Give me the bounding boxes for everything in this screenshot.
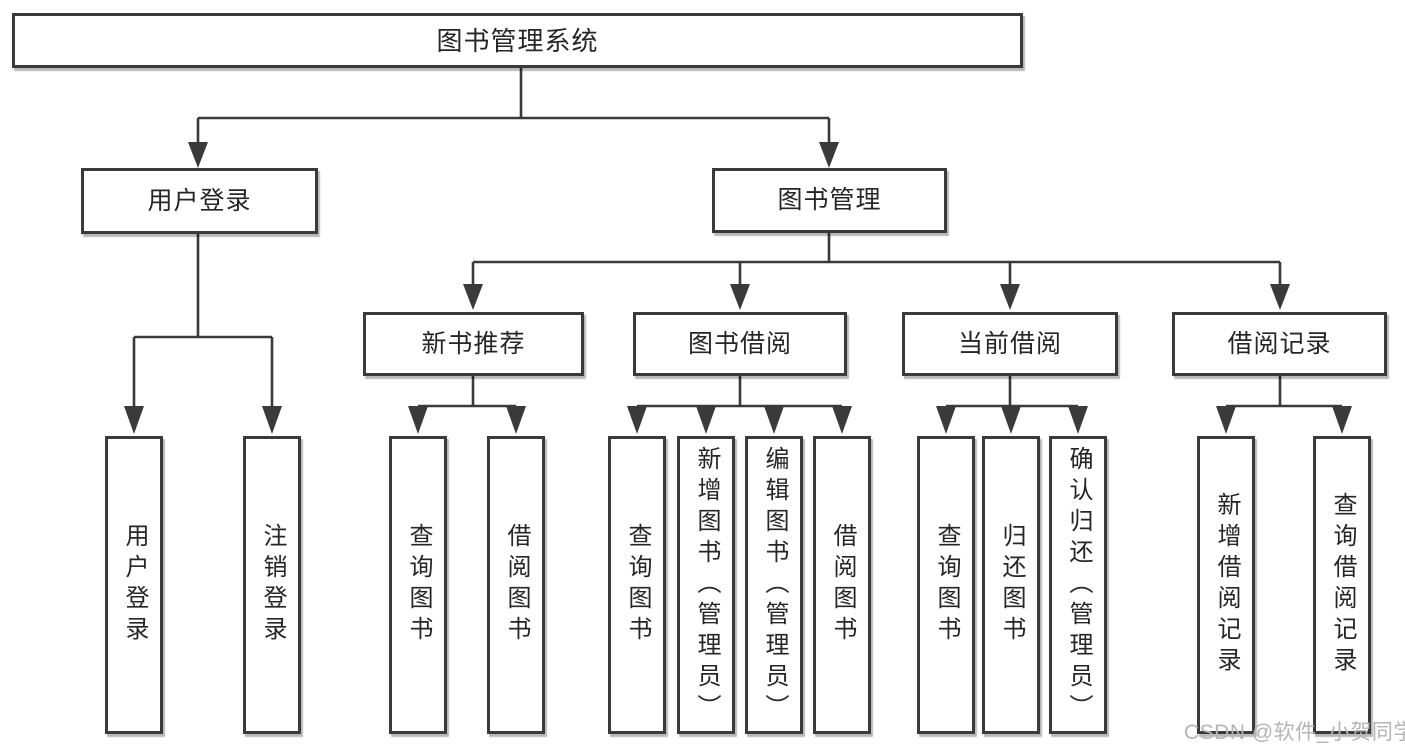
node-library-system: 图书管理系统	[12, 13, 1023, 68]
node-bb-edit-books-admin: 编辑图书（管理员）	[745, 436, 803, 734]
node-cb-query-books: 查询图书	[917, 436, 975, 734]
node-logout: 注销登录	[243, 436, 301, 734]
node-bb-query-books: 查询图书	[608, 436, 666, 734]
node-bb-add-books-admin: 新增图书（管理员）	[677, 436, 735, 734]
node-cb-confirm-return-admin: 确认归还（管理员）	[1049, 436, 1107, 734]
node-user-login-action: 用户登录	[105, 436, 163, 734]
node-user-login: 用户登录	[81, 168, 318, 234]
node-cb-return-books: 归还图书	[982, 436, 1040, 734]
node-br-query-borrow-record: 查询借阅记录	[1313, 436, 1371, 734]
node-current-borrowing: 当前借阅	[902, 312, 1118, 376]
node-book-management: 图书管理	[712, 168, 947, 233]
node-borrow-records: 借阅记录	[1172, 312, 1387, 376]
node-new-book-recommend: 新书推荐	[363, 312, 584, 376]
node-br-add-borrow-record: 新增借阅记录	[1197, 436, 1255, 734]
node-bb-borrow-books: 借阅图书	[813, 436, 871, 734]
node-nbr-borrow-books: 借阅图书	[487, 436, 545, 734]
node-book-borrowing: 图书借阅	[633, 312, 847, 376]
csdn-watermark: CSDN @软件_小贺同学	[1184, 721, 1405, 744]
node-nbr-query-books: 查询图书	[389, 436, 447, 734]
